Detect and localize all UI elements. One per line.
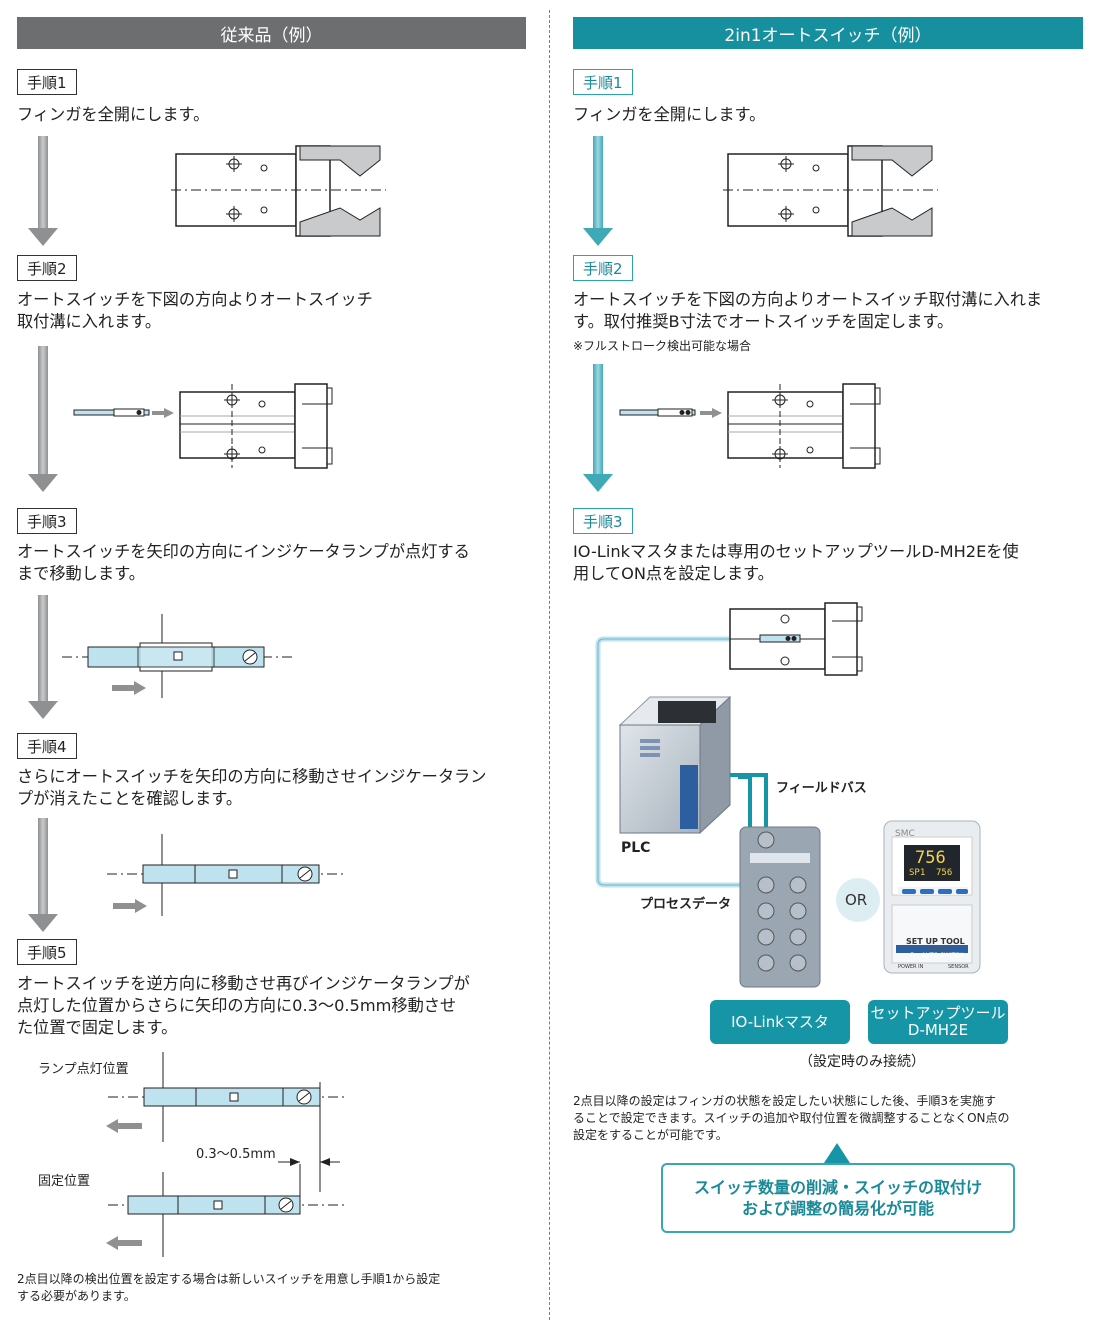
left-down-arrow-3 <box>28 595 58 719</box>
benefit-callout: スイッチ数量の削減・スイッチの取付けおよび調整の簡易化が可能 <box>661 1163 1015 1233</box>
tool-display-value: 756 <box>915 848 946 868</box>
left-switch-detail-5 <box>106 1052 346 1257</box>
left-step-4-label: 手順4 <box>17 733 77 759</box>
right-step-2-label: 手順2 <box>573 255 633 281</box>
left-step-3-label: 手順3 <box>17 508 77 534</box>
right-step-2-note: ※フルストローク検出可能な場合 <box>573 339 752 353</box>
tool-display-sp: SP1 <box>909 868 926 878</box>
tool-sensor: SENSOR <box>948 964 969 970</box>
left-switch-detail-3 <box>62 614 292 698</box>
left-note: 2点目以降の検出位置を設定する場合は新しいスイッチを用意し手順1から設定する必要… <box>17 1272 441 1303</box>
column-divider <box>549 10 550 1320</box>
right-gripper-diagram-2 <box>619 383 881 469</box>
plc-label: PLC <box>621 840 651 856</box>
right-step-3-text: IO-Linkマスタまたは専用のセットアップツールD-MH2Eを使用してON点を… <box>573 542 1019 583</box>
lamp-on-position-label: ランプ点灯位置 <box>38 1062 129 1077</box>
left-switch-detail-4 <box>107 834 347 916</box>
left-step-2-label: 手順2 <box>17 255 77 281</box>
right-step-1-label: 手順1 <box>573 69 633 95</box>
iolink-system-diagram <box>595 602 981 988</box>
right-note: 2点目以降の設定はフィンガの状態を設定したい状態にした後、手順3を実施することで… <box>573 1094 1010 1142</box>
left-step-5-text: オートスイッチを逆方向に移動させ再びインジケータランプが点灯した位置からさらに矢… <box>17 974 470 1037</box>
left-gripper-diagram-1 <box>171 145 386 237</box>
distance-label: 0.3～0.5mm <box>196 1147 276 1162</box>
fixed-position-label: 固定位置 <box>38 1174 91 1189</box>
left-step-1-text: フィンガを全開にします。 <box>17 105 210 124</box>
left-step-4-text: さらにオートスイッチを矢印の方向に移動させインジケータランプが消えたことを確認し… <box>17 767 487 808</box>
left-gripper-diagram-2 <box>73 383 333 469</box>
right-header: 2in1オートスイッチ（例） <box>573 17 1083 49</box>
right-step-3-label: 手順3 <box>573 508 633 534</box>
left-header: 従来品（例） <box>17 17 526 49</box>
or-label: OR <box>845 891 868 909</box>
right-down-arrow-1 <box>583 136 613 246</box>
left-step-5-label: 手順5 <box>17 939 77 965</box>
left-down-arrow-4 <box>28 818 58 932</box>
left-down-arrow-1 <box>28 136 58 246</box>
tool-power: POWER IN <box>898 964 924 970</box>
tool-title: SET UP TOOL <box>906 937 965 946</box>
callout-pointer <box>824 1143 850 1163</box>
fieldbus-label: フィールドバス <box>776 781 867 796</box>
left-step-1-label: 手順1 <box>17 69 77 95</box>
left-step-2-text: オートスイッチを下図の方向よりオートスイッチ取付溝に入れます。 <box>17 290 373 331</box>
left-down-arrow-2 <box>28 346 58 492</box>
right-step-2-text: オートスイッチを下図の方向よりオートスイッチ取付溝に入れます。取付推奨B寸法でオ… <box>573 290 1043 331</box>
tool-model-small: D-MH2E <box>930 947 951 953</box>
right-down-arrow-2 <box>583 364 613 492</box>
right-step-1-text: フィンガを全開にします。 <box>573 105 766 124</box>
tool-brand: SMC <box>895 829 915 839</box>
connect-note: （設定時のみ接続） <box>799 1054 925 1070</box>
left-step-3-text: オートスイッチを矢印の方向にインジケータランプが点灯するまで移動します。 <box>17 542 470 583</box>
iolink-master-label: IO-Linkマスタ <box>710 1000 850 1044</box>
right-gripper-diagram-1 <box>723 145 938 237</box>
tool-display-sp-value: 756 <box>936 868 953 878</box>
process-data-label: プロセスデータ <box>640 897 732 912</box>
tool-band: For AUTO SWITCH <box>910 952 964 959</box>
